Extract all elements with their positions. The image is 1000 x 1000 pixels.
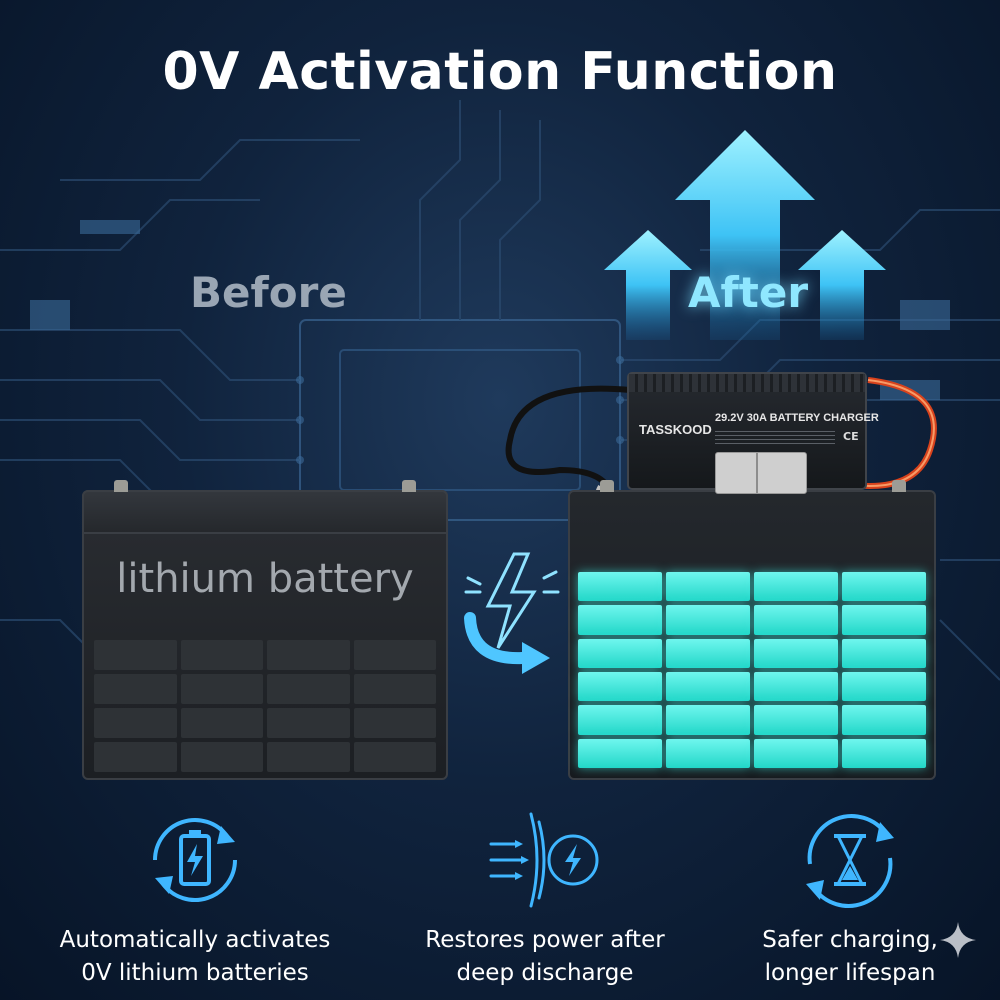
lightning-arrow-icon — [464, 552, 560, 674]
feature-caption-line: Safer charging, — [762, 927, 938, 953]
battery-terminal — [892, 480, 906, 492]
sparkle-icon — [940, 922, 976, 958]
feature-caption-line: 0V lithium batteries — [81, 960, 309, 987]
depleted-cells — [94, 640, 436, 772]
charged-battery — [568, 480, 936, 780]
feature-auto-activate: Automatically activates 0V lithium batte… — [45, 800, 345, 991]
feature-caption-line: deep discharge — [456, 960, 634, 987]
feature-caption-line: Restores power after — [425, 927, 665, 953]
battery-label: lithium battery — [116, 556, 414, 602]
after-label: After — [688, 268, 809, 317]
power-restore-icon — [489, 812, 599, 908]
feature-caption-line: Automatically activates — [59, 927, 331, 953]
charger-model: 29.2V 30A BATTERY CHARGER — [715, 412, 879, 424]
ce-mark: CE — [843, 430, 859, 443]
charged-cells — [578, 572, 926, 768]
battery-lid — [82, 490, 448, 534]
depleted-battery: lithium battery — [82, 480, 448, 780]
battery-refresh-icon — [153, 818, 237, 902]
feature-safer-charging: Safer charging, longer lifespan — [700, 800, 1000, 991]
up-arrows-icon — [604, 130, 886, 340]
hourglass-cycle-icon — [806, 814, 894, 908]
battery-terminal — [114, 480, 128, 492]
charger-spec-label — [715, 430, 835, 444]
anderson-connector — [715, 452, 807, 494]
feature-caption-line: longer lifespan — [764, 960, 936, 987]
feature-restore-power: Restores power after deep discharge — [395, 800, 695, 991]
page-title: 0V Activation Function — [162, 42, 838, 102]
charger-brand: TASSKOOD — [639, 422, 712, 437]
charger-heatsink — [629, 374, 865, 392]
battery-terminal — [600, 480, 614, 492]
battery-terminal — [402, 480, 416, 492]
before-label: Before — [190, 268, 347, 317]
